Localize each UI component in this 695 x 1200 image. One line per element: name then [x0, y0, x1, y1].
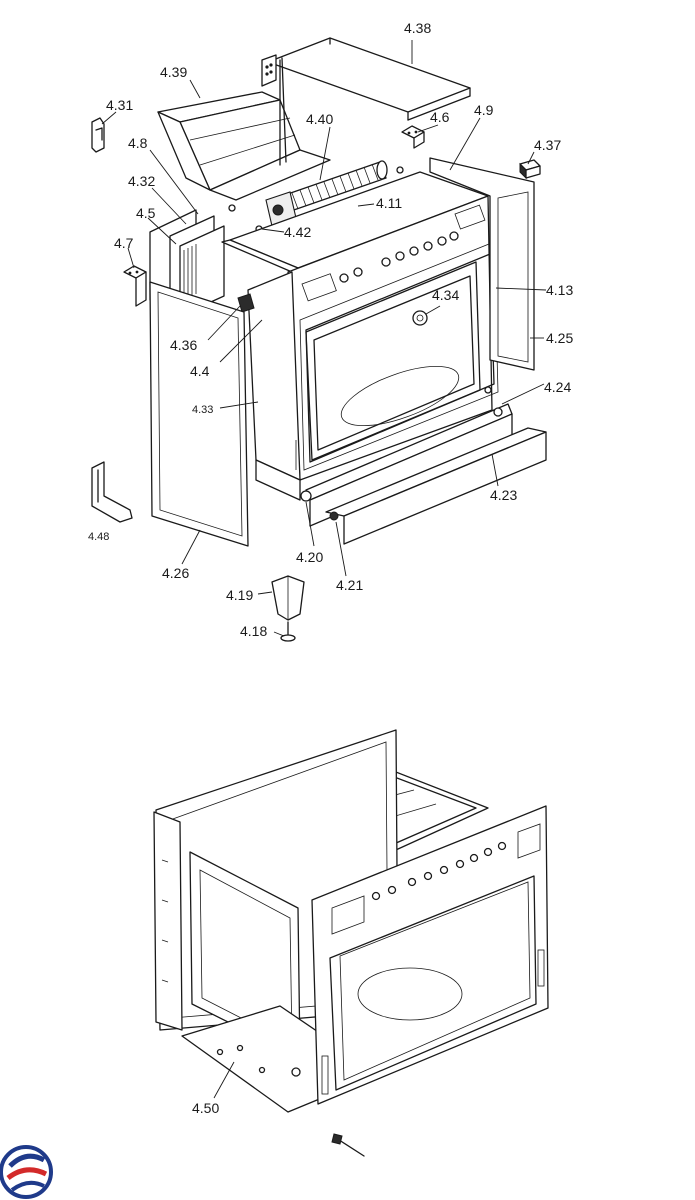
- callout-4-31: 4.31: [106, 97, 133, 113]
- callout-4-38: 4.38: [404, 20, 431, 36]
- part-bracket-4-7: [123, 265, 147, 307]
- callout-4-18: 4.18: [240, 623, 267, 639]
- callout-4-9: 4.9: [474, 102, 494, 118]
- callout-4-21: 4.21: [336, 577, 363, 593]
- part-front-trim-4-23: [325, 427, 547, 545]
- part-top-cover: [261, 37, 471, 121]
- floor-holes: [216, 1044, 301, 1077]
- callout-4-26: 4.26: [162, 565, 189, 581]
- part-bottom-screw: [331, 1133, 365, 1157]
- callout-4-23: 4.23: [490, 487, 517, 503]
- callout-4-48: 4.48: [88, 531, 109, 543]
- part-right-side-panel: [429, 157, 535, 371]
- part-tangential-fan: [265, 160, 388, 227]
- part-cap-4-37: [519, 159, 541, 180]
- callout-4-11: 4.11: [376, 195, 402, 211]
- part-hinge-screws: [300, 490, 339, 521]
- part-oven-cabinet: [221, 171, 493, 501]
- part-adjustable-foot: [280, 621, 296, 642]
- part-foot-cover: [271, 575, 305, 621]
- part-clip-4-36: [237, 293, 255, 313]
- callout-4-5: 4.5: [136, 205, 156, 221]
- callout-4-6: 4.6: [430, 109, 450, 125]
- front-knobs: [371, 841, 507, 901]
- callout-4-33: 4.33: [192, 404, 213, 416]
- callout-4-34: 4.34: [432, 287, 459, 303]
- part-air-duct: [157, 57, 331, 201]
- callout-4-37: 4.37: [534, 137, 561, 153]
- callout-4-40: 4.40: [306, 111, 333, 127]
- part-door-seal: [299, 241, 499, 471]
- callout-4-32: 4.32: [128, 173, 155, 189]
- callout-4-4: 4.4: [190, 363, 210, 379]
- callout-4-13: 4.13: [546, 282, 573, 298]
- part-hinge-clip-4-31: [91, 117, 105, 153]
- part-bracket-4-6: [401, 125, 425, 149]
- callout-4-42: 4.42: [284, 224, 311, 240]
- callout-4-50: 4.50: [192, 1100, 219, 1116]
- leader-lines: [101, 40, 547, 1099]
- callout-labels: 4.38 4.39 4.31 4.40 4.6 4.9 4.8 4.37 4.3…: [88, 20, 573, 1116]
- assembled-oven-frame: [153, 729, 549, 1113]
- control-knobs: [339, 231, 459, 283]
- callout-4-19: 4.19: [226, 587, 253, 603]
- brand-logo: [0, 1145, 53, 1199]
- callout-4-20: 4.20: [296, 549, 323, 565]
- callout-4-8: 4.8: [128, 135, 148, 151]
- part-side-insulation: [149, 209, 225, 317]
- callout-4-36: 4.36: [170, 337, 197, 353]
- part-mounting-bracket: [91, 461, 133, 523]
- callout-4-39: 4.39: [160, 64, 187, 80]
- callout-4-24: 4.24: [544, 379, 571, 395]
- callout-4-7: 4.7: [114, 235, 134, 251]
- part-left-side-panel: [149, 281, 249, 547]
- callout-4-25: 4.25: [546, 330, 573, 346]
